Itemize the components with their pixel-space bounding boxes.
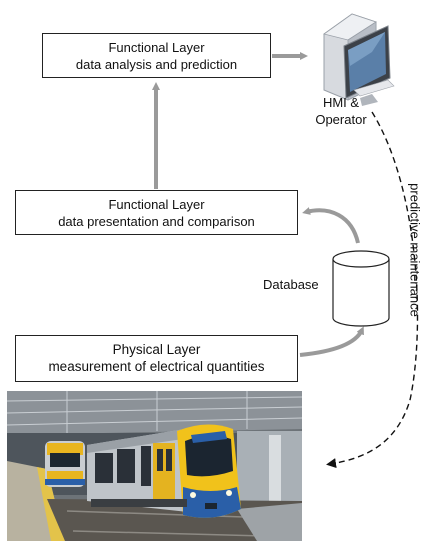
predictive-maintenance-label: predictive maintenance: [407, 183, 423, 317]
distant-train: [45, 441, 85, 487]
main-train: [87, 424, 241, 518]
arrow-database-to-presentation: [302, 207, 360, 244]
analysis-title: Functional Layer: [108, 40, 205, 55]
functional-layer-analysis-box: Functional Layer data analysis and predi…: [42, 33, 271, 78]
hmi-line1: HMI &: [322, 95, 360, 110]
train-photo: [7, 391, 302, 541]
physical-title: Physical Layer: [112, 342, 201, 357]
computer-icon: [323, 13, 395, 106]
database-cylinder-icon: [332, 250, 390, 327]
presentation-title: Functional Layer: [108, 197, 205, 212]
physical-layer-box: Physical Layer measurement of electrical…: [15, 335, 298, 382]
presentation-subtitle: data presentation and comparison: [58, 214, 255, 229]
functional-layer-presentation-box: Functional Layer data presentation and c…: [15, 190, 298, 235]
arrow-predictive-maintenance: [326, 111, 419, 469]
analysis-subtitle: data analysis and prediction: [75, 57, 238, 72]
database-label: Database: [263, 277, 319, 292]
arrow-physical-to-database: [299, 326, 364, 357]
physical-subtitle: measurement of electrical quantities: [48, 359, 265, 374]
hmi-operator-label: HMI & Operator: [311, 94, 371, 128]
hmi-line2: Operator: [315, 112, 367, 127]
